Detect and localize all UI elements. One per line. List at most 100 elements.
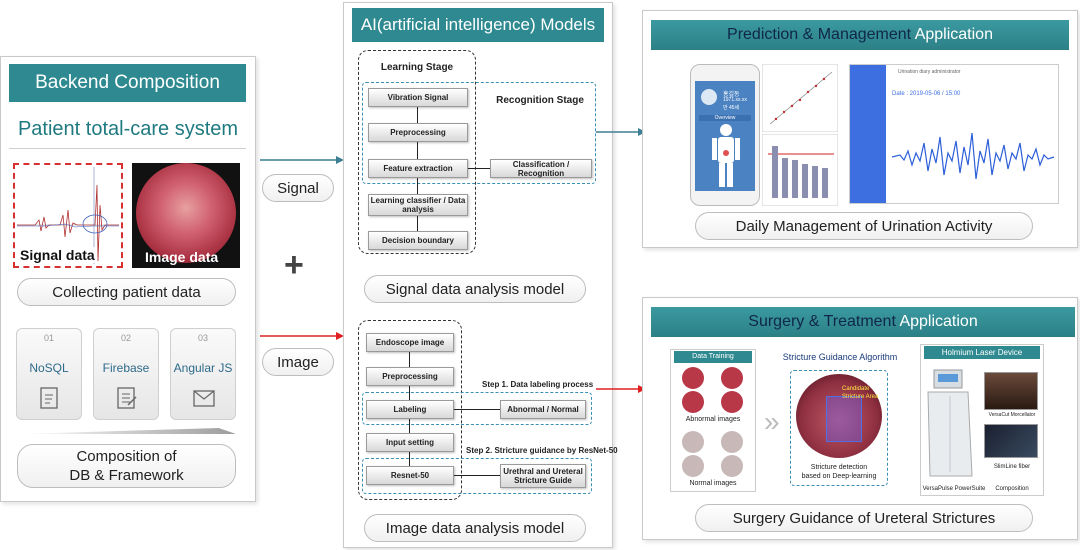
abnormal-image-grid bbox=[682, 367, 743, 413]
plus-icon: + bbox=[284, 246, 304, 284]
slimline-label: SlimLine fiber bbox=[993, 464, 1031, 470]
flow-vibration-signal: Vibration Signal bbox=[368, 88, 468, 107]
tech-card-nosql: 01 NoSQL bbox=[16, 328, 82, 420]
tech-number: 02 bbox=[120, 333, 131, 343]
flow-feature-extraction: Feature extraction bbox=[368, 159, 468, 178]
chevron-right-icon: » bbox=[764, 406, 780, 437]
recognition-stage-box bbox=[362, 82, 596, 184]
flow-arrow-right bbox=[454, 409, 500, 410]
composition-label: Composition bbox=[995, 486, 1029, 492]
tech-label: NoSQL bbox=[29, 361, 69, 375]
output-arrows bbox=[596, 128, 646, 393]
db-label-line2: DB & Framework bbox=[69, 467, 184, 484]
flow-arrow bbox=[417, 107, 418, 123]
data-training-label: Data Training bbox=[674, 351, 752, 363]
tech-card-firebase: 02 Firebase bbox=[93, 328, 159, 420]
flow-arrow bbox=[409, 352, 410, 367]
dashboard-screenshot: Urination diary administrator Date : 201… bbox=[849, 64, 1059, 204]
flow-image-preprocessing: Preprocessing bbox=[366, 367, 454, 386]
flow-preprocessing: Preprocessing bbox=[368, 123, 468, 142]
surgery-header-part2: Application bbox=[895, 313, 978, 330]
flow-arrow-right bbox=[454, 475, 500, 476]
ai-models-header: AI(artificial intelligence) Models bbox=[352, 8, 604, 42]
prediction-header: Prediction & Management Application bbox=[651, 20, 1069, 50]
versacut-image bbox=[984, 372, 1038, 410]
flow-input-setting: Input setting bbox=[366, 433, 454, 452]
tech-number: 01 bbox=[43, 333, 54, 343]
flow-learning-classifier: Learning classifier / Data analysis bbox=[368, 194, 468, 216]
flow-resnet50: Resnet-50 bbox=[366, 466, 454, 485]
surgery-header: Surgery & Treatment Application bbox=[651, 307, 1075, 337]
mail-icon bbox=[193, 390, 215, 407]
versacut-label: VersaCut Morcellator bbox=[988, 412, 1036, 418]
tech-label: Firebase bbox=[102, 361, 150, 375]
image-data-label: Image data bbox=[145, 249, 219, 265]
algorithm-title: Stricture Guidance Algorithm bbox=[782, 352, 898, 362]
image-data-thumbnail bbox=[132, 163, 240, 268]
signal-connector-label: Signal bbox=[262, 174, 334, 202]
image-flow-box bbox=[358, 320, 462, 500]
image-model-label: Image data analysis model bbox=[364, 514, 586, 542]
flow-arrow-right bbox=[468, 168, 490, 169]
resnet-step-box bbox=[362, 458, 592, 494]
flow-arrow bbox=[417, 142, 418, 159]
connector-arrows bbox=[260, 156, 344, 340]
signal-data-label: Signal data bbox=[18, 247, 97, 263]
flow-decision-boundary: Decision boundary bbox=[368, 231, 468, 250]
divider bbox=[9, 148, 246, 149]
slimline-image bbox=[984, 424, 1038, 458]
phone-name: 홍길동 bbox=[723, 92, 740, 98]
image-connector-label: Image bbox=[262, 348, 334, 376]
prediction-header-part2: Application bbox=[911, 26, 993, 43]
document-icon bbox=[40, 387, 58, 409]
smartphone-mockup: 홍길동 1971.xx.xx 만 45세 Overview bbox=[690, 64, 760, 206]
laser-machine-icon bbox=[927, 369, 973, 477]
flow-arrow bbox=[409, 419, 410, 433]
collecting-data-label: Collecting patient data bbox=[17, 278, 236, 306]
abnormal-images-label: Abnormal images bbox=[685, 416, 741, 423]
backend-header: Backend Composition bbox=[9, 64, 246, 102]
surgery-header-part1: Surgery & Treatment bbox=[748, 313, 896, 330]
normal-image-grid bbox=[682, 431, 743, 477]
prediction-footer: Daily Management of Urination Activity bbox=[695, 212, 1033, 240]
detect-label-line1: Stricture detection bbox=[810, 464, 868, 471]
dashboard-title: Urination diary administrator bbox=[898, 69, 961, 75]
stricture-detection-image bbox=[796, 374, 882, 458]
prediction-header-part1: Prediction & Management bbox=[727, 26, 912, 43]
step1-label: Step 1. Data labeling process bbox=[482, 380, 594, 389]
flow-arrow bbox=[417, 216, 418, 231]
flow-arrow bbox=[417, 178, 418, 194]
phone-line2: 1971.xx.xx bbox=[723, 97, 747, 103]
endoscope-image bbox=[136, 163, 236, 263]
flow-endoscope-image: Endoscope image bbox=[366, 333, 454, 352]
flow-labeling: Labeling bbox=[366, 400, 454, 419]
flow-stricture-guide: Urethral and Ureteral Stricture Guide bbox=[500, 464, 586, 488]
signal-model-label: Signal data analysis model bbox=[364, 275, 586, 303]
dashboard-sidebar bbox=[850, 65, 886, 203]
phone-overview[interactable]: Overview bbox=[699, 115, 751, 121]
tech-number: 03 bbox=[197, 333, 208, 343]
flow-arrow bbox=[409, 386, 410, 400]
flow-arrow bbox=[409, 452, 410, 466]
phone-line3: 만 45세 bbox=[723, 105, 740, 111]
avatar bbox=[701, 89, 717, 105]
candidate-label-line1: Candidate bbox=[842, 386, 870, 392]
candidate-label-line2: Stricture Area bbox=[842, 394, 879, 400]
labeling-step-box bbox=[362, 392, 592, 425]
bar-chart-thumbnail bbox=[762, 134, 838, 206]
backend-subtitle: Patient total-care system bbox=[17, 118, 239, 140]
dashboard-date: Date : 2019-05-06 / 15:00 bbox=[892, 91, 961, 97]
versapulse-label: VersaPulse PowerSuite bbox=[922, 486, 986, 492]
body-icon bbox=[712, 124, 740, 187]
flow-abnormal-normal: Abnormal / Normal bbox=[500, 400, 586, 419]
notes-icon bbox=[117, 387, 137, 409]
tech-label: Angular JS bbox=[173, 361, 233, 375]
detect-label-line2: based on Deep-learning bbox=[801, 473, 877, 480]
step2-label: Step 2. Stricture guidance by ResNet-50 bbox=[466, 446, 618, 455]
regression-chart-thumbnail bbox=[762, 64, 838, 132]
algorithm-box bbox=[790, 370, 888, 486]
surgery-footer: Surgery Guidance of Ureteral Strictures bbox=[695, 504, 1033, 532]
learning-stage-label: Learning Stage bbox=[380, 62, 454, 73]
flow-classification: Classification / Recognition bbox=[490, 159, 592, 178]
phone-screen: 홍길동 1971.xx.xx 만 45세 Overview bbox=[695, 81, 755, 191]
